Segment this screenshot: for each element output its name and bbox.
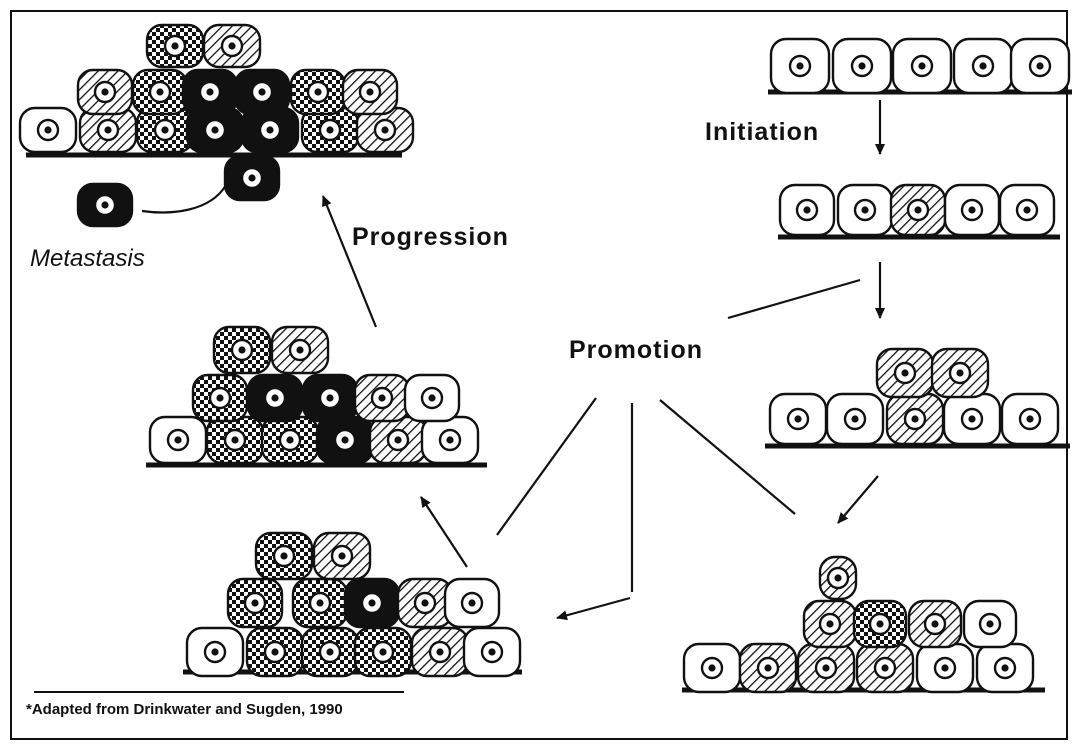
cell-normal-29 [185,626,245,678]
cell-initiated-20 [796,642,856,694]
cell-normal-3 [891,37,953,95]
cell-normal-15 [1000,392,1060,446]
cell-promoted-63 [131,68,189,116]
cell-normal-6 [778,183,836,237]
cell-promoted-53 [212,325,272,375]
cell-normal-9 [943,183,1001,237]
metastasis-label: Metastasis [30,245,145,272]
cell-promoted-32 [353,626,413,678]
cell-normal-39 [443,577,501,629]
cell-initiated-16 [875,347,935,399]
source-citation: *Adapted from Drinkwater and Sugden, 199… [26,701,343,718]
cell-normal-34 [462,626,522,678]
cell-malignant-71 [76,182,134,228]
cell-initiated-19 [738,642,798,694]
cell-promoted-68 [145,23,205,69]
cell-malignant-64 [181,68,239,116]
cell-initiated-24 [802,599,858,649]
cell-initiated-69 [202,23,262,69]
cell-promoted-48 [191,373,249,423]
cell-promoted-25 [852,599,908,649]
initiation-label: Initiation [705,118,820,146]
cell-normal-1 [769,37,831,95]
cell-malignant-50 [301,373,359,423]
cell-initiated-46 [368,415,428,465]
cell-normal-12 [825,392,885,446]
arrow-nodule-to-progressed [420,496,468,568]
cell-initiated-41 [312,531,372,581]
cell-normal-22 [915,642,975,694]
cell-initiated-51 [353,373,411,423]
cell-normal-52 [403,373,461,423]
cell-promoted-36 [291,577,349,629]
cell-promoted-44 [260,415,320,465]
cell-normal-23 [975,642,1035,694]
promotion-label: Promotion [569,336,703,364]
cell-promoted-40 [254,531,314,581]
cell-promoted-66 [289,68,347,116]
cell-initiated-13 [885,392,945,446]
cell-initiated-17 [930,347,990,399]
arrow-late-to-nodule-2 [556,596,631,621]
cell-initiated-67 [341,68,399,116]
cell-promoted-30 [245,626,305,678]
cell-normal-11 [768,392,828,446]
metastasis-connector [141,184,227,214]
cell-promoted-60 [300,106,360,154]
arrow-promoted-to-late [837,475,879,524]
cell-normal-42 [148,415,208,465]
cell-malignant-65 [233,68,291,116]
promotion-line-to-initiated [727,278,861,320]
cell-promoted-43 [205,415,265,465]
figure-frame [10,10,1068,740]
cell-initiated-28 [818,555,858,601]
arrow-progression [321,195,378,328]
cell-normal-27 [962,599,1018,649]
cell-initiated-54 [270,325,330,375]
cell-initiated-33 [410,626,470,678]
cell-normal-7 [836,183,894,237]
cell-malignant-37 [343,577,401,629]
cell-malignant-70 [223,154,281,202]
cell-normal-4 [952,37,1014,95]
cell-normal-10 [998,183,1056,237]
cell-malignant-49 [246,373,304,423]
cell-normal-55 [18,106,78,154]
promotion-line-to-late [659,399,796,515]
cell-promoted-31 [300,626,360,678]
cell-normal-18 [682,642,742,694]
source-rule [34,691,404,693]
cell-normal-47 [420,415,480,465]
cell-initiated-21 [855,642,915,694]
cell-malignant-45 [315,415,375,465]
cell-normal-14 [942,392,1002,446]
cell-initiated-26 [907,599,963,649]
cell-initiated-8 [889,183,947,237]
promotion-line-to-nodule [496,397,597,536]
cell-initiated-62 [76,68,134,116]
cell-normal-2 [831,37,893,95]
cell-promoted-35 [226,577,284,629]
cell-normal-5 [1009,37,1071,95]
progression-label: Progression [352,223,509,251]
